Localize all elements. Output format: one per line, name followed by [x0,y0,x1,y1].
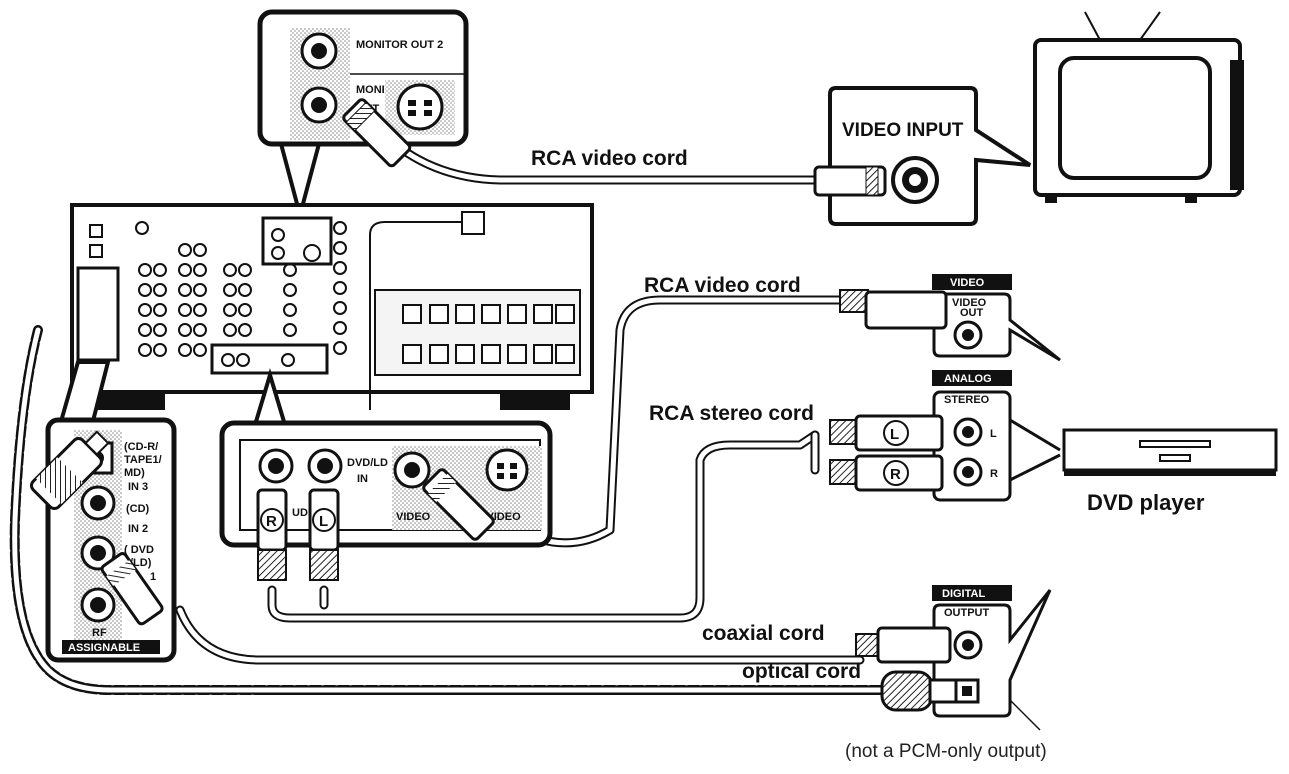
assignable-label: ASSIGNABLE [68,642,140,654]
rca-video-cord-top-label: RCA video cord [531,147,688,170]
optical-plug-receiver [29,430,110,511]
assignable-in1: 1 [150,571,156,583]
speaker-terminals [402,304,575,364]
dvd-digital-tag: DIGITAL [942,588,985,600]
tv-monitor [1033,11,1244,203]
coaxial-cord-label: coaxial cord [702,622,825,645]
assignable-in2: IN 2 [128,523,148,535]
coaxial-plug-dvd [855,626,952,664]
coaxial-plug-receiver [100,552,164,626]
dvd-left-label: L [990,428,997,440]
assignable-rf: RF [92,627,107,639]
video-plug-dvdld [422,468,495,541]
rca-stereo-cord-label: RCA stereo cord [649,402,814,425]
dvd-video-out-label2: OUT [960,307,984,319]
assignable-callout: (CD-R/ TAPE1/ MD) IN 3 (CD) IN 2 ( DVD /… [29,360,177,663]
dvd-player-label: DVD player [1087,490,1205,515]
dvd-video-out-panel: VIDEO VIDEO OUT [839,274,1061,362]
dvd-analog-tag: ANALOG [944,373,992,385]
dvd-ld-callout: DVD/LD IN UDI VIDEO IN S VIDEO R L [219,368,553,581]
stereo-plug-r [829,454,944,492]
rca-video-cord-mid-label: RCA video cord [644,274,801,297]
stereo-plug-l-label: L [890,426,899,443]
dvd-output-label: OUTPUT [944,607,990,619]
audio-plug-r-label: R [266,513,277,530]
dvd-digital-panel: DIGITAL OUTPUT [855,585,1052,731]
monitor-out-callout: MONITOR OUT 2 MONITOR OUT 1 OUT [257,9,469,223]
tv-video-input-callout: VIDEO INPUT [813,86,1032,226]
footnote: (not a PCM-only output) [845,741,1047,762]
receiver-jacks [89,221,347,367]
video-plug-dvd [839,289,948,330]
dvd-video-out-label1: VIDEO [952,297,987,309]
monitor-out2-label: MONITOR OUT 2 [356,39,443,51]
video-plug-tv [813,165,887,197]
dvd-ld-label: DVD/LD [347,457,388,469]
video-plug-monitor [342,98,412,168]
cables [9,115,885,695]
optical-plug-dvd [880,670,958,712]
assignable-cd: (CD) [126,503,150,515]
dvd-ld-audio: UDI [292,507,311,519]
dvd-stereo-label: STEREO [944,394,990,406]
assignable-dvd-line2: /LD) [130,557,152,569]
stereo-plug-r-label: R [890,466,901,483]
dvd-video-tag: VIDEO [950,277,985,289]
audio-plug-l-label: L [319,513,328,530]
audio-plug-l: L [308,488,340,581]
dvd-player-device [1009,418,1278,482]
assignable-dvd-line1: ( DVD [124,544,154,556]
dvd-analog-panel: ANALOG STEREO L R L R [829,370,1012,502]
assignable-in3-line1: (CD-R/ [124,441,158,453]
dvd-ld-video: VIDEO [396,511,431,523]
assignable-in3: IN 3 [128,481,148,493]
assignable-in3-line2: TAPE1/ [124,454,162,466]
audio-plug-r: R [256,488,288,581]
av-receiver [70,203,594,410]
stereo-plug-l [829,414,944,452]
assignable-in3-line3: MD) [124,467,145,479]
optical-cord-label: optical cord [742,660,861,683]
dvd-right-label: R [990,468,998,480]
dvd-ld-in: IN [357,473,368,485]
tv-video-input-label: VIDEO INPUT [842,120,964,141]
